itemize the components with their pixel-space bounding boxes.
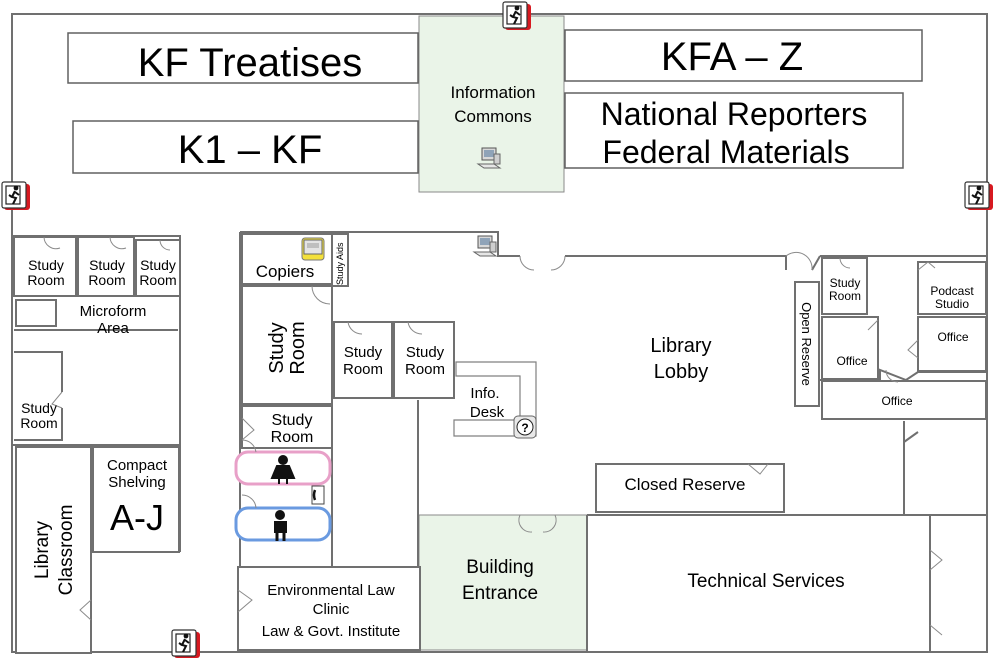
study-room (241, 405, 333, 449)
closed-reserve-label: Closed Reserve (625, 475, 746, 494)
stacks-kfa-z-label: KFA – Z (661, 35, 803, 79)
podcast-studio-label-2: Studio (935, 297, 969, 311)
microform-label-2: Area (97, 320, 129, 337)
study-room-label: Study (28, 257, 64, 273)
study-room-label: Room (405, 361, 445, 378)
library-lobby-label-2: Lobby (654, 361, 709, 383)
closed-reserve: Closed Reserve (587, 463, 904, 516)
study-room (77, 236, 135, 297)
study-room-label: Room (139, 272, 176, 288)
study-room-label: Room (343, 361, 383, 378)
womens-restroom (234, 450, 332, 486)
stacks-kfa-z: KFA – Z (564, 29, 923, 82)
study-room-label: Study (272, 412, 313, 429)
info-desk-label-1: Info. (470, 385, 499, 402)
closed-reserve-room (595, 463, 785, 513)
compact-shelving-label-2: Shelving (108, 474, 166, 491)
right-wing: Study Room Podcast Studio Office Office … (820, 255, 987, 516)
compact-shelving-label-1: Compact (107, 457, 168, 474)
office-label: Office (937, 330, 968, 344)
microform-cabinet (15, 299, 57, 327)
office-label: Office (881, 394, 912, 408)
stacks-k1-kf: K1 – KF (72, 120, 419, 174)
study-aids-label: Study Aids (335, 242, 345, 285)
podcast-studio-label-1: Podcast (930, 284, 974, 298)
emergency-exit-icon (964, 181, 994, 211)
office-label: Office (836, 354, 867, 368)
study-room-label: Room (88, 272, 125, 288)
stacks-kf-treatises: KF Treatises (67, 32, 419, 85)
office (917, 316, 987, 372)
study-room (13, 236, 77, 297)
library-classroom-label-1: Library (32, 520, 53, 579)
copiers-label: Copiers (256, 262, 315, 281)
computer-icon (473, 235, 497, 257)
study-room (241, 285, 333, 405)
study-room (393, 321, 455, 399)
study-room (333, 321, 393, 399)
env-law-label-1: Environmental Law (267, 582, 395, 599)
study-aids-shelf (331, 233, 349, 287)
study-room-label: Room (271, 429, 314, 446)
library-classroom (15, 446, 92, 654)
stacks-kf-treatises-label: KF Treatises (138, 41, 363, 85)
technical-services-label: Technical Services (687, 571, 844, 592)
study-room-label: Room (27, 272, 64, 288)
compact-shelving (92, 446, 180, 553)
telephone-icon (311, 485, 325, 505)
study-room-label: Study (830, 276, 861, 290)
open-reserve-label: Open Reserve (799, 302, 814, 386)
env-law-label-3: Law & Govt. Institute (262, 623, 400, 640)
building-entrance-area (418, 514, 588, 651)
emergency-exit-icon (502, 1, 532, 31)
study-room-label: Study (140, 257, 176, 273)
information-commons-area (418, 15, 565, 193)
stacks-k1-kf-label: K1 – KF (178, 128, 323, 172)
study-room-label: Study (406, 344, 445, 361)
library-classroom-label-2: Classroom (56, 505, 77, 596)
info-desk: Info. Desk ? (453, 361, 537, 439)
left-wing: Study Room Study Room Study Room Microfo… (12, 235, 181, 654)
emergency-exit-icon (1, 181, 31, 211)
office (821, 380, 987, 420)
emergency-exit-icon (171, 629, 201, 659)
building-entrance-label-2: Entrance (462, 583, 538, 604)
library-lobby-label-1: Library (650, 335, 711, 357)
compact-shelving-range: A-J (110, 497, 164, 538)
env-law-label-2: Clinic (313, 601, 350, 618)
podcast-studio (917, 261, 987, 315)
study-room-label: Room (20, 415, 57, 431)
help-symbol: ? (521, 421, 528, 435)
stacks-national-reporters: National Reporters Federal Materials (564, 92, 904, 170)
information-commons-label-1: Information (450, 83, 535, 102)
study-room-label: Study (21, 400, 57, 416)
mens-restroom (234, 506, 332, 542)
study-room-label: Study (344, 344, 383, 361)
study-room (821, 257, 868, 315)
study-room-label: Room (287, 321, 309, 374)
copier-icon (301, 237, 325, 261)
information-commons-label-2: Commons (454, 107, 531, 126)
study-room-label: Study (89, 257, 125, 273)
federal-materials-label: Federal Materials (602, 134, 849, 170)
technical-services: Technical Services (586, 515, 943, 652)
environmental-law-clinic (237, 566, 421, 651)
study-room-label: Study (266, 322, 288, 373)
info-desk-label-2: Desk (470, 404, 505, 421)
study-room (135, 239, 181, 297)
microform-label-1: Microform (80, 303, 147, 320)
building-entrance-label-1: Building (466, 557, 534, 578)
center-wing: Copiers Study Aids Study Room Study Room… (234, 231, 821, 651)
study-room-label: Room (829, 289, 861, 303)
national-reporters-label: National Reporters (601, 96, 868, 132)
office (821, 316, 879, 380)
open-reserve (794, 281, 820, 407)
